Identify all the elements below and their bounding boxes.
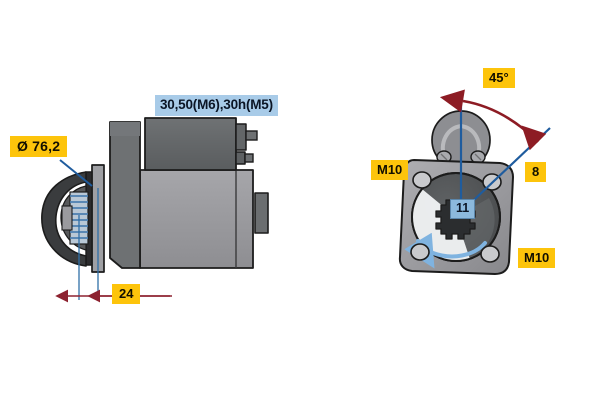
- callout-pinion-protrusion: 24: [112, 284, 141, 304]
- terminal-studs: [244, 130, 258, 163]
- angle-arc-double-arrow-icon: [439, 89, 547, 151]
- mounting-flange-plate: [85, 164, 105, 273]
- leader-line-diameter: [59, 159, 93, 187]
- callout-pinion-tooth-count: 11: [450, 199, 476, 219]
- dimension-extension-lines: [78, 188, 99, 300]
- mounting-bolt-holes: [410, 171, 502, 263]
- callout-m10-thread-right: M10: [518, 248, 556, 268]
- solenoid-body: [144, 117, 247, 171]
- callout-m10-thread-left: M10: [371, 160, 409, 180]
- commutator-end-cap: [254, 192, 269, 234]
- drive-end-housing: [109, 121, 141, 269]
- callout-terminal-designations: 30,50(M6),30h(M5): [155, 95, 278, 116]
- side-elevation-view: [41, 117, 269, 303]
- callout-solenoid-angle: 45°: [483, 68, 515, 88]
- motor-barrel: [139, 169, 254, 269]
- callout-bolt-reference: 8: [525, 162, 547, 182]
- callout-pilot-diameter: Ø 76,2: [10, 136, 68, 157]
